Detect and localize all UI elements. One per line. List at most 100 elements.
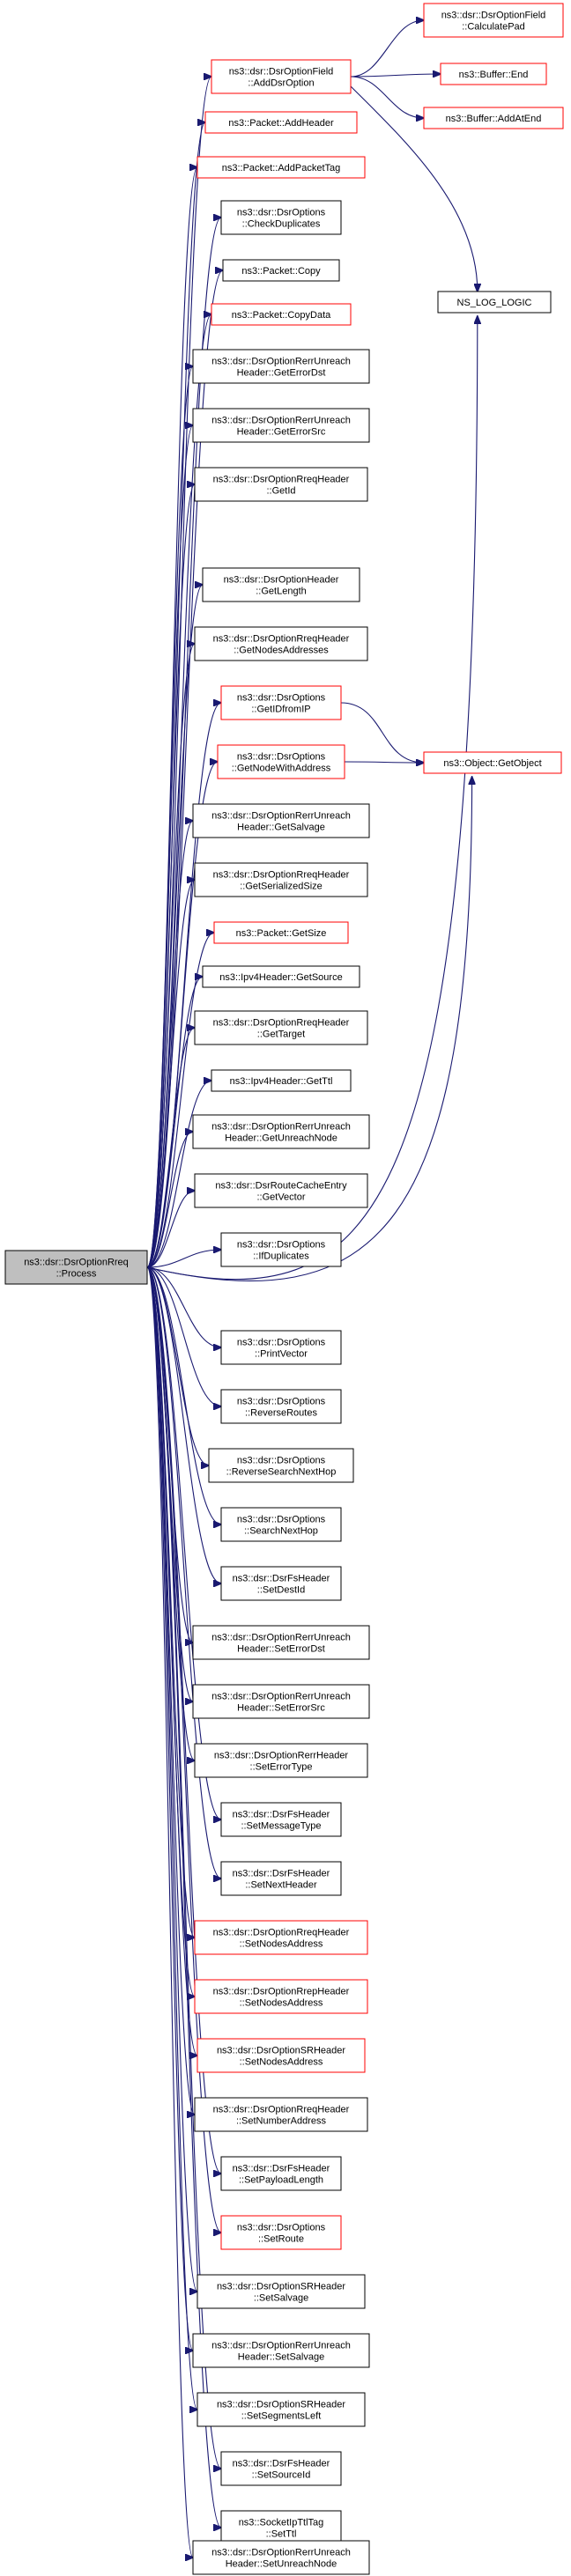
node-box [220,1507,342,1542]
node-box [217,744,345,779]
node-label-line: ns3::dsr::DsrOptionRreqHeader [213,1928,350,1938]
node-set-dest-id[interactable]: ns3::dsr::DsrFsHeader::SetDestId [220,1566,342,1601]
node-set-error-type[interactable]: ns3::dsr::DsrOptionRerrHeader::SetErrorT… [194,1743,368,1778]
node-label-line: ::SetTtl [266,2529,297,2540]
node-label-line: ns3::dsr::DsrOptionRreqHeader [213,475,350,485]
node-add-header[interactable]: ns3::Packet::AddHeader [204,111,358,134]
node-label-line: ns3::Packet::Copy [241,266,321,277]
node-label-line: ::PrintVector [255,1349,308,1360]
node-set-segments-left[interactable]: ns3::dsr::DsrOptionSRHeader::SetSegments… [197,2392,366,2427]
node-label-line: ns3::dsr::DsrFsHeader [233,2164,330,2174]
node-label-line: ns3::Packet::CopyData [232,310,331,321]
node-box [194,626,368,661]
node-get-id[interactable]: ns3::dsr::DsrOptionRreqHeader::GetId [194,467,368,502]
node-get-node-with-address[interactable]: ns3::dsr::DsrOptions::GetNodeWithAddress [217,744,345,779]
node-label-line: ::SetNumberAddress [236,2116,327,2127]
node-set-payload-length[interactable]: ns3::dsr::DsrFsHeader::SetPayloadLength [220,2156,342,2191]
node-get-ttl[interactable]: ns3::Ipv4Header::GetTtl [211,1069,352,1092]
nodes-layer: ns3::dsr::DsrOptionRreq::Processns3::dsr… [4,3,564,2575]
node-set-salvage-sr[interactable]: ns3::dsr::DsrOptionSRHeader::SetSalvage [197,2274,366,2309]
node-label-line: ns3::dsr::DsrOptionField [229,67,334,78]
node-label-line: ::SetSalvage [254,2293,308,2304]
node-check-duplicates[interactable]: ns3::dsr::DsrOptions::CheckDuplicates [220,200,342,235]
node-reverse-routes[interactable]: ns3::dsr::DsrOptions::ReverseRoutes [220,1389,342,1424]
node-set-nodes-address-sr[interactable]: ns3::dsr::DsrOptionSRHeader::SetNodesAdd… [197,2038,366,2073]
node-box [194,2097,368,2132]
node-box [220,685,342,720]
node-add-dsr-option[interactable]: ns3::dsr::DsrOptionField::AddDsrOption [211,59,352,94]
node-reverse-search-next-hop[interactable]: ns3::dsr::DsrOptions::ReverseSearchNextH… [208,1448,354,1483]
node-box [194,467,368,502]
node-set-source-id[interactable]: ns3::dsr::DsrFsHeader::SetSourceId [220,2451,342,2486]
node-box [192,803,370,838]
node-print-vector[interactable]: ns3::dsr::DsrOptions::PrintVector [220,1330,342,1365]
node-get-unreach-node[interactable]: ns3::dsr::DsrOptionRerrUnreachHeader::Ge… [192,1114,370,1149]
node-get-object[interactable]: ns3::Object::GetObject [423,751,562,774]
node-set-nodes-address-rrep[interactable]: ns3::dsr::DsrOptionRrepHeader::SetNodesA… [194,1979,368,2014]
node-box [194,862,368,897]
edge-root-to-set-route [146,1266,221,2233]
node-get-error-src[interactable]: ns3::dsr::DsrOptionRerrUnreachHeader::Ge… [192,408,370,443]
node-if-duplicates[interactable]: ns3::dsr::DsrOptions::IfDuplicates [220,1232,342,1267]
node-box [220,2451,342,2486]
node-set-unreach-node[interactable]: ns3::dsr::DsrOptionRerrUnreachHeader::Se… [192,2540,370,2575]
node-get-vector[interactable]: ns3::dsr::DsrRouteCacheEntry::GetVector [194,1173,368,1208]
edge-root-to-set-next-header [146,1266,221,1878]
node-add-packet-tag[interactable]: ns3::Packet::AddPacketTag [197,156,366,179]
node-label-line: ::SetNextHeader [245,1880,317,1891]
node-label-line: ::SetSegmentsLeft [241,2411,322,2422]
edge-root-to-set-nodes-address-sr [146,1266,197,2056]
node-packet-copy[interactable]: ns3::Packet::Copy [222,259,340,282]
node-set-next-header[interactable]: ns3::dsr::DsrFsHeader::SetNextHeader [220,1861,342,1896]
node-copy-data[interactable]: ns3::Packet::CopyData [211,303,352,326]
node-label-line: ::GetId [266,486,295,497]
node-label-line: ns3::dsr::DsrFsHeader [233,1869,330,1879]
node-box [220,1861,342,1896]
node-box [423,751,562,774]
node-get-size[interactable]: ns3::Packet::GetSize [213,921,349,944]
node-label-line: ::SetNodesAddress [240,1998,323,2009]
node-search-next-hop[interactable]: ns3::dsr::DsrOptions::SearchNextHop [220,1507,342,1542]
node-set-nodes-address-rreq[interactable]: ns3::dsr::DsrOptionRreqHeader::SetNodesA… [194,1920,368,1955]
node-get-source[interactable]: ns3::Ipv4Header::GetSource [202,965,360,988]
node-set-error-src[interactable]: ns3::dsr::DsrOptionRerrUnreachHeader::Se… [192,1684,370,1719]
edge-root-to-get-nodes-addresses [146,644,195,1268]
node-label-line: ns3::dsr::DsrOptions [237,693,326,704]
edge-root-to-get-unreach-node [146,1132,193,1268]
node-root[interactable]: ns3::dsr::DsrOptionRreq::Process [4,1250,148,1285]
node-label-line: ns3::SocketIpTtlTag [239,2518,324,2528]
node-set-ttl[interactable]: ns3::SocketIpTtlTag::SetTtl [220,2510,342,2545]
node-set-salvage-rerr[interactable]: ns3::dsr::DsrOptionRerrUnreachHeader::Se… [192,2333,370,2368]
node-label-line: ns3::dsr::DsrOptionRreqHeader [213,634,350,645]
edge-root-to-get-salvage [146,821,193,1268]
node-box [220,1330,342,1365]
node-label-line: ns3::dsr::DsrOptions [237,1240,326,1251]
node-ns-log-logic[interactable]: NS_LOG_LOGIC [437,291,552,314]
node-label-line: ::GetLength [256,587,307,597]
node-get-error-dst[interactable]: ns3::dsr::DsrOptionRerrUnreachHeader::Ge… [192,349,370,384]
node-set-message-type[interactable]: ns3::dsr::DsrFsHeader::SetMessageType [220,1802,342,1837]
node-box [197,2038,366,2073]
node-get-length[interactable]: ns3::dsr::DsrOptionHeader::GetLength [202,567,360,602]
edge-root-to-reverse-routes [146,1266,221,1406]
node-get-idfrom-ip[interactable]: ns3::dsr::DsrOptions::GetIDfromIP [220,685,342,720]
node-set-number-address[interactable]: ns3::dsr::DsrOptionRreqHeader::SetNumber… [194,2097,368,2132]
node-get-serialized-size[interactable]: ns3::dsr::DsrOptionRreqHeader::GetSerial… [194,862,368,897]
node-get-salvage[interactable]: ns3::dsr::DsrOptionRerrUnreachHeader::Ge… [192,803,370,838]
node-label-line: ::SetSourceId [252,2470,311,2481]
node-box [220,200,342,235]
node-buffer-end[interactable]: ns3::Buffer::End [440,63,547,85]
node-calculate-pad[interactable]: ns3::dsr::DsrOptionField::CalculatePad [423,3,564,38]
node-label-line: ns3::Packet::AddPacketTag [222,163,341,173]
node-get-nodes-addresses[interactable]: ns3::dsr::DsrOptionRreqHeader::GetNodesA… [194,626,368,661]
node-label-line: ns3::dsr::DsrRouteCacheEntry [215,1181,347,1192]
node-set-error-dst[interactable]: ns3::dsr::DsrOptionRerrUnreachHeader::Se… [192,1625,370,1660]
node-label-line: ns3::dsr::DsrFsHeader [233,2459,330,2469]
node-get-target[interactable]: ns3::dsr::DsrOptionRreqHeader::GetTarget [194,1010,368,1045]
node-buffer-add-at-end[interactable]: ns3::Buffer::AddAtEnd [423,107,564,129]
edge-root-to-set-segments-left [146,1266,197,2410]
node-box [192,408,370,443]
node-set-route[interactable]: ns3::dsr::DsrOptions::SetRoute [220,2215,342,2250]
node-label-line: ns3::Ipv4Header::GetTtl [230,1076,333,1087]
